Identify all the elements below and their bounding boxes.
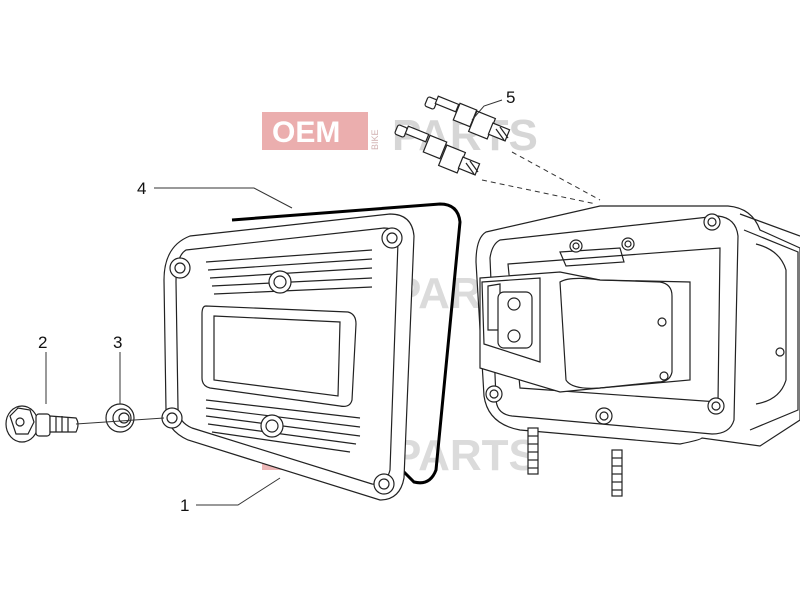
callout-4: 4 xyxy=(137,179,146,198)
leader-lines xyxy=(45,99,503,506)
leader-line-5 xyxy=(471,99,503,121)
cover-bolt xyxy=(5,405,79,443)
leader-line-4 xyxy=(154,187,293,209)
cover-gasket xyxy=(231,202,462,485)
watermark-oem-text: OEM xyxy=(272,116,340,149)
watermark-top: OEM BIKE PARTS xyxy=(262,111,538,160)
spark-plug-lower xyxy=(394,124,481,176)
head-stud-right xyxy=(611,449,623,497)
head-stud-left xyxy=(527,427,539,475)
cylinder-head xyxy=(475,205,800,497)
valve-cover xyxy=(161,213,415,501)
watermark-bike-text: BIKE xyxy=(370,129,380,150)
callout-5: 5 xyxy=(506,88,515,107)
leader-line-1 xyxy=(196,477,281,506)
bolt-axis-line xyxy=(75,417,165,425)
watermark-oem-badge xyxy=(262,112,368,150)
callout-2: 2 xyxy=(38,333,47,352)
callout-3: 3 xyxy=(113,333,122,352)
watermark-parts-text: PARTS xyxy=(392,431,538,480)
spark-plug-guide-lines xyxy=(481,151,601,205)
spark-plug-upper xyxy=(424,95,511,142)
callout-1: 1 xyxy=(180,496,189,515)
sealing-washer xyxy=(105,403,135,433)
